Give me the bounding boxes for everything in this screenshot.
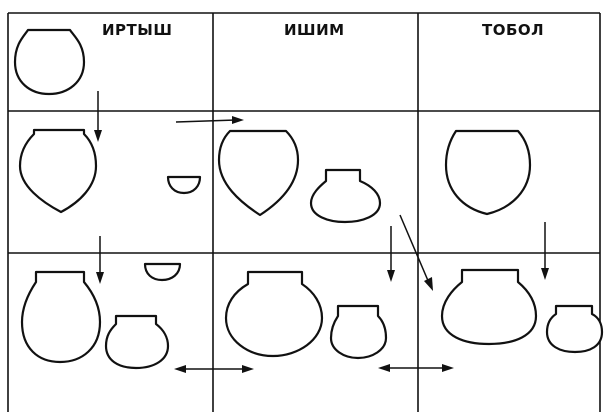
arrow-irtysh-down-1 — [94, 91, 102, 142]
vessel-irtysh-row3-globular — [22, 272, 100, 362]
arrow-tobol-down — [541, 222, 549, 280]
arrow-ishim-down — [387, 226, 395, 282]
arrow-irtysh-right — [176, 116, 244, 124]
vessel-tobol-row3-wide — [442, 270, 536, 344]
vessel-ishim-row2-ovoid — [219, 131, 298, 215]
vessel-tobol-row3-squat — [547, 306, 602, 352]
vessel-ishim-row2-squat — [311, 170, 380, 222]
arrow-irtysh-down-2 — [96, 236, 104, 284]
arrow-ishim-tobol-double — [378, 364, 454, 372]
vessel-ishim-row3-wide — [226, 272, 322, 356]
vessel-irtysh-row1-globular — [15, 30, 84, 94]
vessel-irtysh-row3-bowl — [145, 264, 180, 280]
column-label-irtysh: ИРТЫШ — [102, 21, 172, 39]
column-label-tobol: ТОБОЛ — [482, 21, 544, 39]
grid — [8, 13, 600, 412]
vessel-tobol-row2-ovoid — [446, 131, 530, 214]
column-label-ishim: ИШИМ — [284, 21, 345, 39]
arrow-irtysh-ishim-double — [174, 365, 254, 373]
vessel-irtysh-row3-squat — [106, 316, 168, 368]
vessel-ishim-row3-squat — [331, 306, 386, 358]
vessel-irtysh-row2-ovoid — [20, 130, 96, 212]
vessel-irtysh-row2-bowl — [168, 177, 200, 193]
